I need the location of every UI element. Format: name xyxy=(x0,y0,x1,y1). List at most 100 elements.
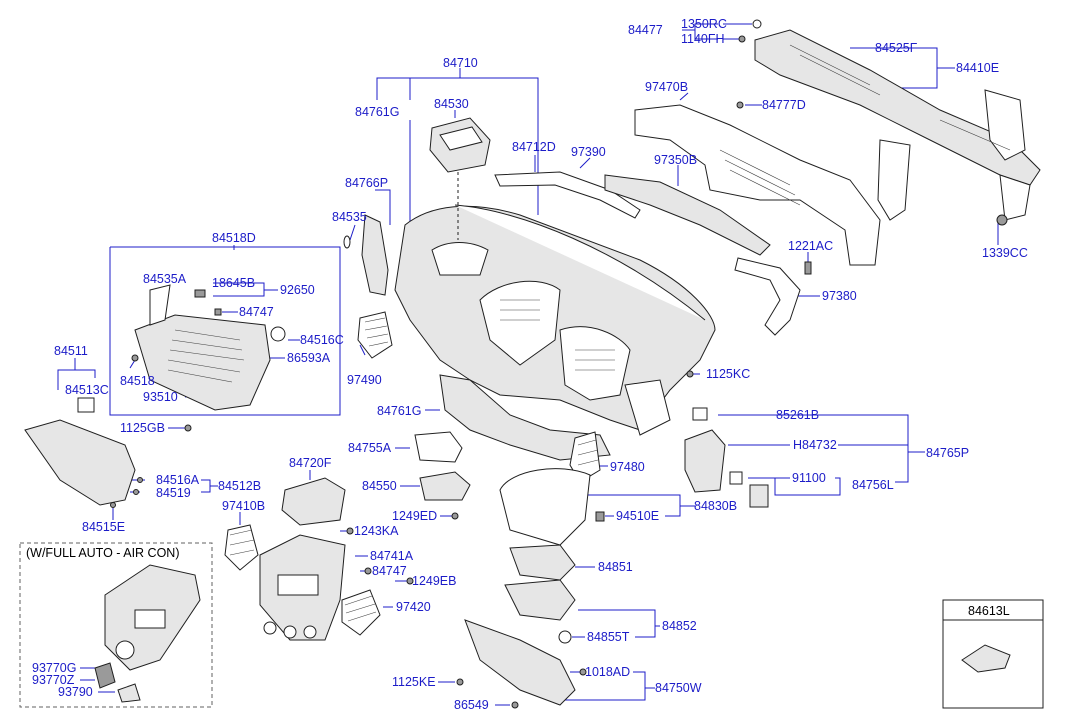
part-label-84516A[interactable]: 84516A xyxy=(156,473,200,487)
clip-part xyxy=(343,235,351,249)
part-label-84747-top[interactable]: 84747 xyxy=(239,305,274,319)
part-label-93770Z[interactable]: 93770Z xyxy=(32,673,75,687)
part-label-84710[interactable]: 84710 xyxy=(443,56,478,70)
lower-vent-part xyxy=(341,589,381,636)
carpet-pad-box xyxy=(942,599,1044,709)
glove-box-outer-part xyxy=(24,419,136,506)
part-label-84777D[interactable]: 84777D xyxy=(762,98,806,112)
facia-opening-part xyxy=(277,574,319,596)
lower-shroud-part xyxy=(504,579,576,621)
part-label-97490[interactable]: 97490 xyxy=(347,373,382,387)
side-duct-part xyxy=(734,257,801,336)
part-label-84519[interactable]: 84519 xyxy=(156,486,191,500)
part-label-97420[interactable]: 97420 xyxy=(396,600,431,614)
aircon-sensor-part xyxy=(94,662,116,689)
part-label-84750W[interactable]: 84750W xyxy=(655,681,702,695)
side-cover-right-part xyxy=(684,429,726,493)
part-label-84613L[interactable]: 84613L xyxy=(968,604,1010,618)
part-label-84535[interactable]: 84535 xyxy=(332,210,367,224)
part-label-1350RC[interactable]: 1350RC xyxy=(681,17,727,31)
part-label-84530[interactable]: 84530 xyxy=(434,97,469,111)
part-label-84518[interactable]: 84518 xyxy=(120,374,155,388)
part-label-1125GB[interactable]: 1125GB xyxy=(120,421,165,435)
part-label-84747-bot[interactable]: 84747 xyxy=(372,564,407,578)
part-label-86593A[interactable]: 86593A xyxy=(287,351,331,365)
part-label-1243KA[interactable]: 1243KA xyxy=(354,524,399,538)
crash-pad-part xyxy=(394,204,716,436)
part-label-85261B[interactable]: 85261B xyxy=(776,408,820,422)
part-label-84852[interactable]: 84852 xyxy=(662,619,697,633)
part-label-1140FH[interactable]: 1140FH xyxy=(681,32,725,46)
lamp-part xyxy=(194,289,206,298)
bracket-part xyxy=(419,471,471,501)
part-label-18645B[interactable]: 18645B xyxy=(212,276,256,290)
pad-part-b xyxy=(729,471,743,485)
part-label-1125KE[interactable]: 1125KE xyxy=(392,675,436,689)
pad-part-c xyxy=(749,484,769,508)
part-label-84761G-top[interactable]: 84761G xyxy=(355,105,400,119)
part-label-93790[interactable]: 93790 xyxy=(58,685,93,699)
cowl-crossbar-part xyxy=(754,29,1041,221)
part-label-H84732[interactable]: H84732 xyxy=(793,438,837,452)
lower-pad-part xyxy=(439,374,611,461)
part-label-84830B[interactable]: 84830B xyxy=(694,499,738,513)
center-duct-part xyxy=(604,174,771,256)
part-label-84513C[interactable]: 84513C xyxy=(65,383,109,397)
cover-part xyxy=(281,477,346,526)
part-label-84855T[interactable]: 84855T xyxy=(587,630,630,644)
part-label-84755A[interactable]: 84755A xyxy=(348,441,392,455)
part-label-1221AC[interactable]: 1221AC xyxy=(788,239,834,253)
part-label-84712D[interactable]: 84712D xyxy=(512,140,556,154)
part-label-84410E[interactable]: 84410E xyxy=(956,61,1000,75)
part-label-93510[interactable]: 93510 xyxy=(143,390,178,404)
part-label-1339CC[interactable]: 1339CC xyxy=(982,246,1028,260)
part-label-91100[interactable]: 91100 xyxy=(792,471,826,485)
part-label-1249ED[interactable]: 1249ED xyxy=(392,509,438,523)
part-label-93770G[interactable]: 93770G xyxy=(32,661,77,675)
part-label-97390[interactable]: 97390 xyxy=(571,145,606,159)
part-label-92650[interactable]: 92650 xyxy=(280,283,315,297)
part-label-97410B[interactable]: 97410B xyxy=(222,499,266,513)
aircon-switch-part xyxy=(117,683,141,703)
part-label-84851[interactable]: 84851 xyxy=(598,560,633,574)
part-label-84515E[interactable]: 84515E xyxy=(82,520,126,534)
under-cover-part xyxy=(464,619,576,706)
part-label-94510E[interactable]: 94510E xyxy=(616,509,660,523)
facia-vent-part xyxy=(224,524,259,571)
part-label-84518D[interactable]: 84518D xyxy=(212,231,256,245)
switch-part xyxy=(595,511,605,522)
part-label-84766P[interactable]: 84766P xyxy=(345,176,389,190)
part-label-84741A[interactable]: 84741A xyxy=(370,549,414,563)
part-label-84756L[interactable]: 84756L xyxy=(852,478,894,492)
cluster-hood-part xyxy=(499,468,591,546)
part-label-84720F[interactable]: 84720F xyxy=(289,456,332,470)
part-label-1125KC[interactable]: 1125KC xyxy=(706,367,751,381)
tray-part xyxy=(414,431,463,463)
part-label-1249EB[interactable]: 1249EB xyxy=(412,574,457,588)
carpet-pad-shape xyxy=(961,644,1011,673)
part-label-84765P[interactable]: 84765P xyxy=(926,446,970,460)
part-label-84525F[interactable]: 84525F xyxy=(875,41,918,55)
part-label-86549[interactable]: 86549 xyxy=(454,698,489,712)
part-label-84516C[interactable]: 84516C xyxy=(300,333,344,347)
inset-box xyxy=(19,542,213,708)
part-label-97480[interactable]: 97480 xyxy=(610,460,645,474)
airbag-module-part xyxy=(429,117,491,240)
part-label-97350B[interactable]: 97350B xyxy=(654,153,698,167)
part-label-97470B[interactable]: 97470B xyxy=(645,80,689,94)
part-label-97380[interactable]: 97380 xyxy=(822,289,857,303)
part-label-84550[interactable]: 84550 xyxy=(362,479,397,493)
label-sticker-part xyxy=(77,397,95,413)
damper-part xyxy=(270,326,286,342)
part-label-84512B[interactable]: 84512B xyxy=(218,479,262,493)
part-label-84511[interactable]: 84511 xyxy=(54,344,88,358)
upper-shroud-part xyxy=(509,544,576,581)
part-label-84477[interactable]: 84477 xyxy=(628,23,663,37)
part-label-84761G-mid[interactable]: 84761G xyxy=(377,404,422,418)
main-duct-part xyxy=(634,104,881,266)
pad-part-a xyxy=(692,407,708,421)
glove-box-part xyxy=(134,284,271,411)
part-label-1018AD[interactable]: 1018AD xyxy=(585,665,631,679)
part-label-84535A[interactable]: 84535A xyxy=(143,272,187,286)
